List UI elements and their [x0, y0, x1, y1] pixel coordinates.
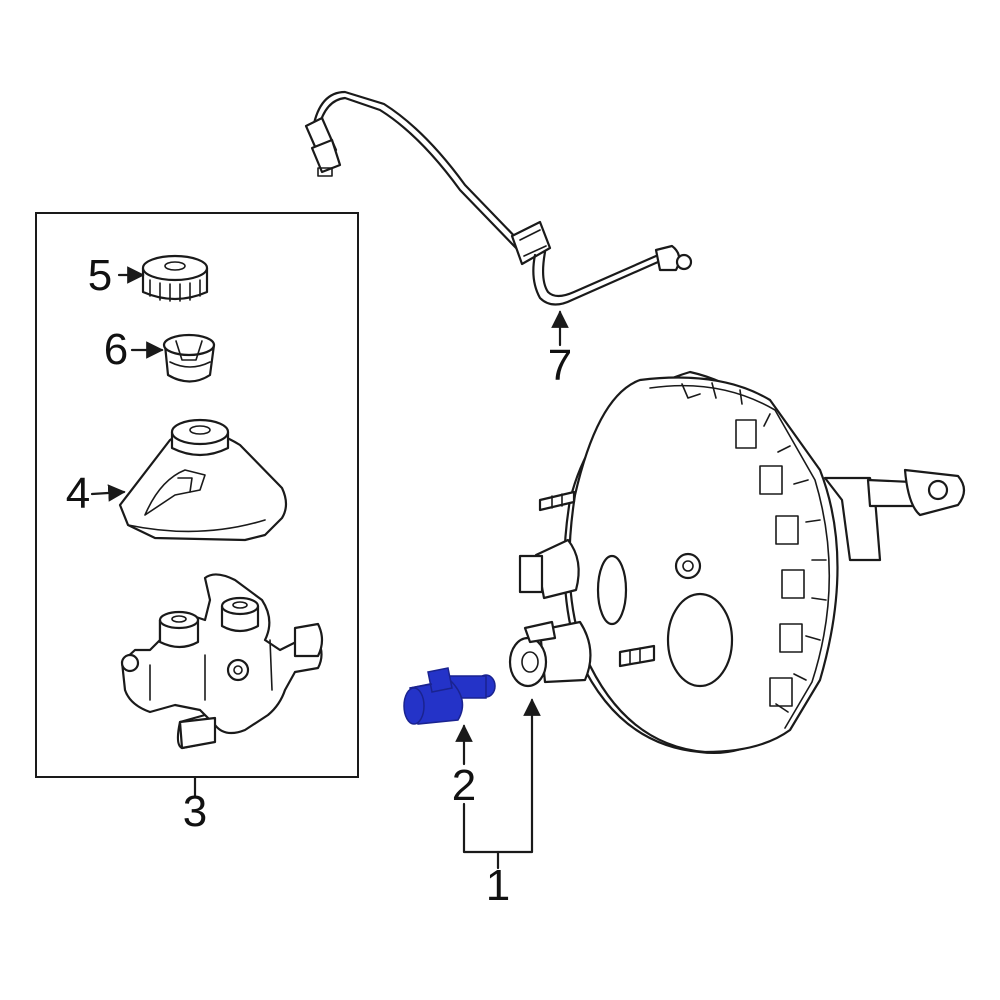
- brake-fluid-reservoir[interactable]: [118, 418, 288, 542]
- callout-6: 6: [104, 325, 128, 374]
- reservoir-filter[interactable]: [162, 333, 216, 383]
- vacuum-hose[interactable]: [304, 90, 693, 306]
- brake-booster[interactable]: [508, 370, 966, 754]
- callout-7: 7: [548, 341, 572, 390]
- callout-2: 2: [452, 761, 476, 810]
- assembly-box: [35, 212, 359, 778]
- callout-5: 5: [88, 251, 112, 300]
- callout-1: 1: [486, 861, 510, 910]
- master-cylinder[interactable]: [120, 573, 324, 750]
- vacuum-sensor[interactable]: [403, 667, 496, 725]
- leader-lines: [90, 266, 569, 870]
- callout-4: 4: [66, 469, 90, 518]
- callout-3: 3: [183, 787, 207, 836]
- reservoir-cap[interactable]: [141, 254, 209, 302]
